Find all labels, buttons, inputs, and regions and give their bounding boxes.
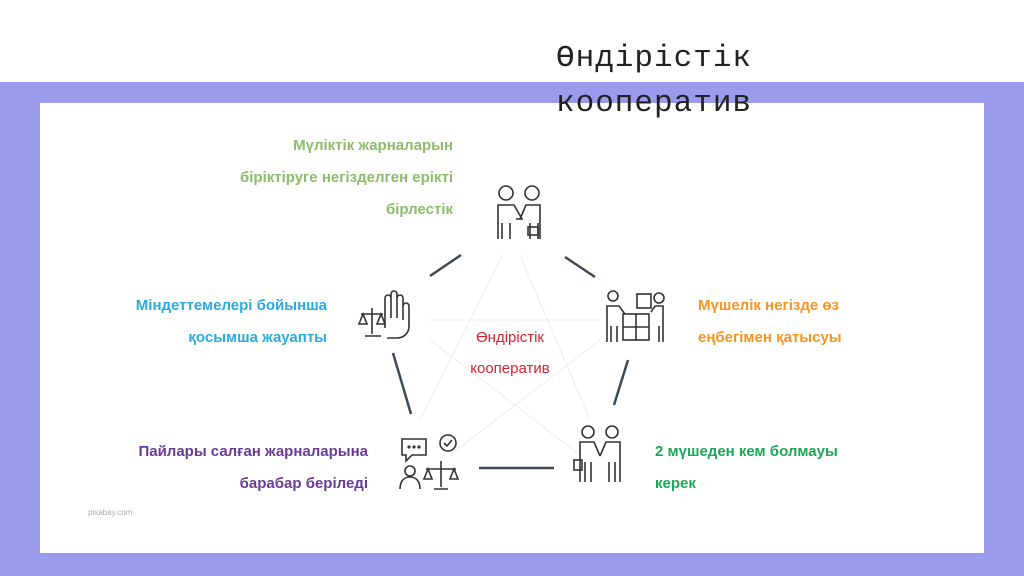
hands-scales-icon xyxy=(357,290,410,339)
connector-lines xyxy=(391,253,630,470)
puzzle-team-icon xyxy=(606,290,665,342)
pentagram-lines xyxy=(419,254,601,456)
slide-title-line-1: Өндірістік xyxy=(556,41,753,76)
item-top-line: Мүліктік жарналарын xyxy=(293,137,453,154)
item-bottom-left-line: барабар беріледі xyxy=(239,475,368,492)
item-bottom-right-line: керек xyxy=(655,475,696,492)
item-bottom-right-line: 2 мүшеден кем болмауы xyxy=(655,443,838,460)
item-bottom-left-text: Пайлары салған жарналарына барабар беріл… xyxy=(138,436,368,500)
item-left-line: Міндеттемелері бойынша xyxy=(135,297,327,314)
business-partners-icon xyxy=(573,425,621,482)
image-credit: pixabay.com xyxy=(88,508,133,517)
item-top-text: Мүліктік жарналарын біріктіруге негіздел… xyxy=(240,130,453,226)
item-right-text: Мүшелік негізде өз еңбегімен қатысуы xyxy=(698,290,842,354)
item-left-text: Міндеттемелері бойынша қосымша жауапты xyxy=(136,290,327,354)
handshake-icon xyxy=(497,185,541,239)
slide-title: Өндірістік кооператив xyxy=(556,36,752,126)
center-label: Өндірістік кооператив xyxy=(450,322,570,384)
item-right-line: Мүшелік негізде өз xyxy=(698,297,839,314)
center-label-line: Өндірістік xyxy=(476,329,544,346)
item-left-line: қосымша жауапты xyxy=(188,329,327,346)
item-bottom-right-text: 2 мүшеден кем болмауы керек xyxy=(655,436,838,500)
item-bottom-left-line: Пайлары салған жарналарына xyxy=(138,443,368,460)
item-top-line: біріктіруге негізделген ерікті xyxy=(239,169,453,186)
content-panel xyxy=(40,103,984,553)
center-label-line: кооператив xyxy=(470,360,550,377)
slide-title-line-2: кооператив xyxy=(556,86,753,121)
item-right-line: еңбегімен қатысуы xyxy=(698,329,842,346)
item-top-line: бірлестік xyxy=(385,201,453,218)
discussion-scales-icon xyxy=(399,434,460,490)
